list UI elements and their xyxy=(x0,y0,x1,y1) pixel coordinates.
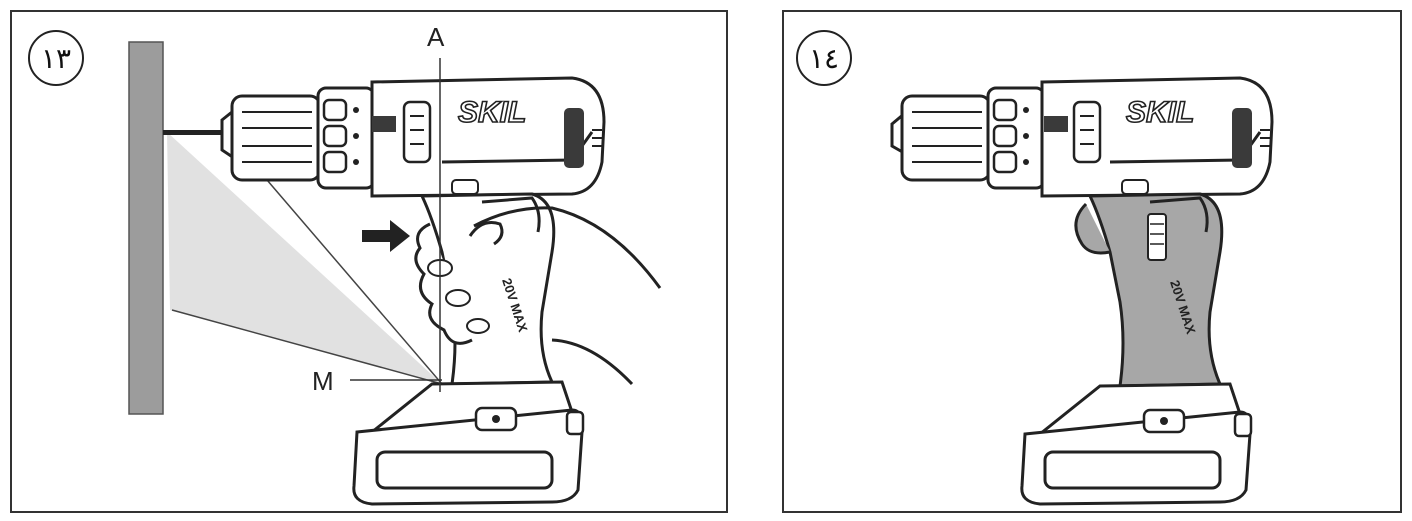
battery-pack xyxy=(1020,382,1253,506)
drill-bit xyxy=(163,130,225,135)
figure-13-panel: SKIL 20V MAX xyxy=(10,10,728,513)
wall xyxy=(128,41,164,415)
drill-body: SKIL xyxy=(1040,76,1274,198)
grip-vent xyxy=(1147,213,1167,261)
battery-pack xyxy=(352,380,585,506)
figure-number-badge: ١٤ xyxy=(796,30,852,86)
led-light-beam xyxy=(167,132,442,384)
drill-chuck xyxy=(220,94,322,182)
drill-body: SKIL xyxy=(370,76,606,198)
figure-14-panel: SKIL 20V MAX xyxy=(782,10,1402,513)
figure-number-badge: ١٣ xyxy=(28,30,84,86)
callout-m: M xyxy=(312,366,334,396)
press-arrow-icon xyxy=(362,220,410,252)
brand-logo: SKIL xyxy=(458,96,526,129)
drill-handle: 20V MAX xyxy=(1074,179,1224,388)
brand-logo: SKIL xyxy=(1126,96,1194,129)
drill-chuck xyxy=(890,94,992,182)
callout-a: A xyxy=(427,22,445,52)
figure-14-illustration: SKIL 20V MAX xyxy=(890,76,1274,506)
figure-13-illustration: SKIL 20V MAX xyxy=(128,41,662,506)
clutch-ring xyxy=(316,86,376,190)
hand xyxy=(414,206,662,386)
clutch-ring xyxy=(986,86,1046,190)
